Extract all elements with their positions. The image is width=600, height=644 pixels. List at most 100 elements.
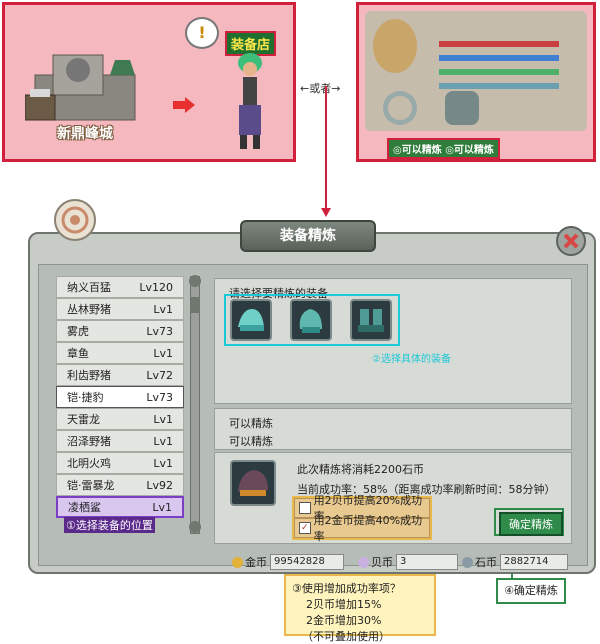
list-item[interactable]: 铠·雷暴龙 Lv92	[56, 474, 184, 496]
bar-1	[439, 41, 559, 47]
boots-icon	[358, 309, 384, 332]
refinable-tags: ◎可以精炼 ◎可以精炼	[387, 138, 500, 159]
list-scrollbar[interactable]	[189, 275, 201, 534]
step3-callout: ③使用增加成功率项？ 2贝币增加15% 2金币增加30% （不可叠加使用）	[284, 574, 436, 643]
list-item[interactable]: 沼泽野猪 Lv1	[56, 430, 184, 452]
refine-info-box: ◎可以精炼 ◎可以精炼	[356, 2, 596, 162]
list-item-name: 铠·雷暴龙	[67, 479, 115, 492]
list-item-name: 纳义百猛	[67, 281, 111, 294]
shell-value: 3	[396, 554, 458, 570]
equip-slot-helmet[interactable]	[230, 299, 272, 341]
city-building-image	[25, 54, 136, 121]
shell-coin-icon	[358, 556, 369, 568]
list-item-level: Lv1	[153, 434, 173, 448]
equip-slots-highlight	[224, 294, 400, 346]
list-item-name: 丛林野猪	[67, 303, 111, 316]
equip-select-panel: 请选择要精炼的装备	[214, 278, 572, 404]
step3-title: ③使用增加成功率项？	[292, 582, 401, 595]
list-item-level: Lv120	[139, 280, 173, 294]
step4-callout: ④确定精炼	[496, 578, 566, 604]
list-item[interactable]: 纳义百猛 Lv120	[56, 276, 184, 298]
gold-label: 金币	[245, 556, 267, 569]
list-item-level: Lv1	[153, 412, 173, 426]
gold-coin-icon	[232, 556, 243, 568]
list-item-selected[interactable]: 铠·捷豹 Lv73	[56, 386, 184, 408]
or-label: ←或者→	[300, 82, 341, 95]
gauntlet-icon	[238, 470, 268, 496]
list-item-level: Lv92	[146, 478, 173, 492]
exclamation-icon: !	[185, 17, 219, 49]
stone-display: 石币 2882714	[462, 554, 568, 570]
option-1-label: 用2贝币提高20%成功率	[313, 494, 423, 523]
list-item-level: Lv1	[153, 302, 173, 316]
equip-slot-glove[interactable]	[290, 299, 332, 341]
window-title: 装备精炼	[240, 220, 376, 252]
list-item-name: 雾虎	[67, 325, 89, 338]
scroll-up-icon[interactable]	[189, 275, 201, 287]
glove-icon	[299, 309, 322, 333]
gold-display: 金币 99542828	[232, 554, 344, 570]
shell-display: 贝币 3	[358, 554, 458, 570]
npc-character-image	[238, 53, 262, 149]
shop-location-box: 新鼎峰城 ! 装备店	[2, 2, 296, 162]
city-label: 新鼎峰城	[57, 126, 113, 142]
step3-line1: 2贝币增加15%	[306, 598, 382, 611]
confirm-refine-button[interactable]: 确定精炼	[499, 512, 563, 536]
option-shell-boost[interactable]: 用2贝币提高20%成功率	[294, 494, 430, 523]
list-item-name: 铠·捷豹	[67, 391, 104, 404]
gold-value: 99542828	[270, 554, 344, 570]
step3-line3: （不可叠加使用）	[302, 630, 390, 643]
shell-decoration-icon	[54, 199, 96, 241]
equip-slot-boots[interactable]	[350, 299, 392, 341]
option-2-checkbox[interactable]: ✓	[299, 522, 311, 534]
selected-equip-slot[interactable]	[230, 460, 276, 506]
step2-hint: ②选择具体的装备	[372, 354, 451, 365]
list-item-name: 利齿野猪	[67, 369, 111, 382]
refinable-text-2: 可以精炼	[229, 435, 273, 448]
list-item[interactable]: 北明火鸡 Lv1	[56, 452, 184, 474]
bar-4	[439, 83, 559, 89]
bar-3	[439, 69, 559, 75]
refinable-text-1: 可以精炼	[229, 417, 273, 430]
equip-ring-image	[383, 91, 417, 125]
list-item-level: Lv1	[153, 456, 173, 470]
list-item[interactable]: 章鱼 Lv1	[56, 342, 184, 364]
step1-label: ①选择装备的位置	[64, 517, 155, 533]
close-icon	[563, 233, 579, 249]
select-prompt: 请选择要精炼的装备	[229, 287, 328, 300]
close-button[interactable]	[556, 226, 586, 256]
scroll-thumb[interactable]	[190, 297, 200, 313]
shell-label: 贝币	[371, 556, 393, 569]
bar-2	[439, 55, 559, 61]
stone-coin-icon	[462, 556, 473, 568]
list-item-level: Lv72	[146, 368, 173, 382]
list-item-name: 章鱼	[67, 347, 89, 360]
list-item-highlighted[interactable]: 凌栖鲨 Lv1	[56, 496, 184, 518]
stone-value: 2882714	[500, 554, 568, 570]
list-item-name: 凌栖鲨	[68, 501, 101, 514]
list-item[interactable]: 丛林野猪 Lv1	[56, 298, 184, 320]
refinable-panel: 可以精炼 可以精炼	[214, 408, 572, 450]
option-2-label: 用2金币提高40%成功率	[313, 514, 423, 543]
list-item-level: Lv1	[153, 346, 173, 360]
list-item-name: 北明火鸡	[67, 457, 111, 470]
list-item-level: Lv73	[146, 390, 173, 404]
success-options-highlight	[292, 496, 432, 540]
stone-label: 石币	[475, 556, 497, 569]
step3-line2: 2金币增加30%	[306, 614, 382, 627]
list-item-level: Lv1	[152, 500, 172, 514]
list-item-name: 天雷龙	[67, 413, 100, 426]
list-item[interactable]: 利齿野猪 Lv72	[56, 364, 184, 386]
scroll-down-icon[interactable]	[189, 521, 201, 533]
helmet-icon	[238, 309, 264, 331]
refine-cost-text: 此次精炼将消耗2200石币	[297, 463, 424, 476]
option-gold-boost[interactable]: ✓ 用2金币提高40%成功率	[294, 514, 430, 543]
list-item-name: 沼泽野猪	[67, 435, 111, 448]
list-item[interactable]: 天雷龙 Lv1	[56, 408, 184, 430]
portrait-image	[373, 19, 417, 73]
success-rate-text: 当前成功率：58%（距离成功率刷新时间：58分钟）	[297, 483, 556, 496]
equip-gear-image	[445, 91, 479, 125]
option-1-checkbox[interactable]	[299, 502, 311, 514]
